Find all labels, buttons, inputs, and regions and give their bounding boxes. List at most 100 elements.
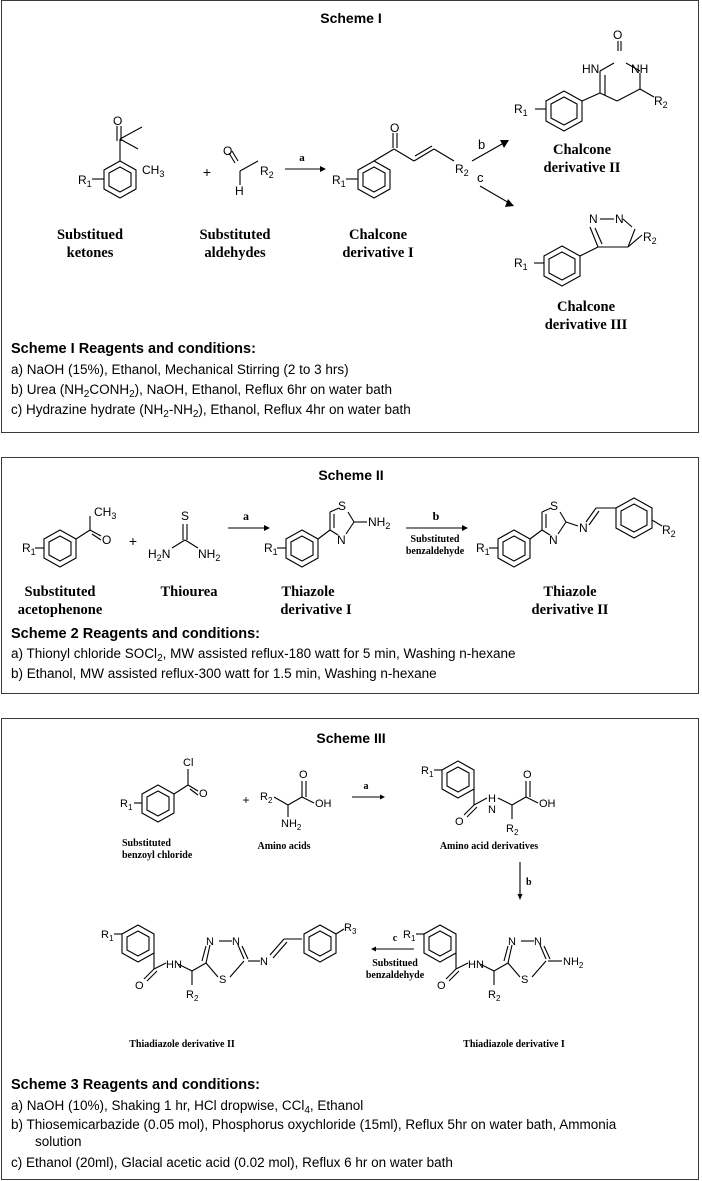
svg-text:R2: R2 — [260, 791, 273, 805]
thiourea-structure — [171, 524, 199, 549]
thiazole1-nh2-sub: 2 — [385, 521, 390, 531]
thiazole1-sulfur-label: S — [338, 499, 346, 513]
td2-r1-sub: 1 — [109, 934, 114, 943]
svg-text:R2: R2 — [643, 230, 657, 246]
thiazole2-sulfur-label: S — [550, 499, 558, 513]
thiazole1-caption-1: Thiazole — [281, 584, 335, 600]
svg-text:R2: R2 — [488, 989, 501, 1003]
td2-r2-sub: 2 — [194, 994, 199, 1003]
chalcone2-r2-label: R — [654, 94, 663, 108]
svg-text:R1: R1 — [514, 102, 528, 118]
aldehydes-caption-2: aldehydes — [204, 245, 266, 261]
scheme-3-reagent-a: a) NaOH (10%), Shaking 1 hr, HCl dropwis… — [11, 1098, 363, 1116]
thiazole2-ring-nitrogen-label: N — [549, 533, 558, 547]
r2-subscript: 2 — [269, 170, 274, 180]
scheme-2-reagent-a: a) Thionyl chloride SOCl2, MW assisted r… — [11, 646, 516, 664]
scheme-3-reagent-b-line-2: solution — [35, 1134, 82, 1149]
td2-o-label: O — [135, 980, 144, 992]
td2-r1-label: R — [101, 929, 109, 941]
chalcone-r1-label: R — [332, 173, 341, 187]
aad-acid-o-label: O — [523, 769, 532, 781]
scheme-3-reagents-title: Scheme 3 Reagents and conditions: — [11, 1077, 260, 1093]
chalcone2-r2-subscript: 2 — [663, 100, 668, 110]
td1-r2-sub: 2 — [496, 994, 501, 1003]
svg-text:R1: R1 — [78, 173, 92, 189]
arrow-b-label: b — [478, 137, 485, 152]
arrow-c — [479, 185, 512, 205]
svg-text:R2: R2 — [654, 94, 668, 110]
acetophenone-structure — [35, 516, 102, 568]
amino-nh2-label: NH — [281, 818, 297, 830]
td1-r1-label: R — [403, 929, 411, 941]
td1-hn-label: HN — [468, 959, 484, 971]
aad-amide-o-label: O — [455, 816, 464, 828]
scheme-3-arrow-a-label: a — [364, 781, 369, 792]
aldehydes-caption-1: Substituted — [200, 227, 271, 243]
scheme-1-reagent-c: c) Hydrazine hydrate (NH2-NH2), Ethanol,… — [11, 402, 411, 420]
aad-r1-sub: 1 — [429, 770, 434, 779]
svg-text:R1: R1 — [22, 541, 36, 557]
aceto-caption-1: Substituted — [25, 584, 96, 600]
aad-n-label: N — [488, 804, 496, 816]
thiourea-caption: Thiourea — [161, 584, 219, 600]
td2-n2-label: N — [232, 936, 240, 948]
benzoyl-caption-1: Substituted — [122, 838, 171, 849]
svg-text:R1: R1 — [421, 765, 434, 779]
svg-text:NH2: NH2 — [198, 547, 220, 563]
td2-r3-label: R — [344, 922, 352, 934]
scheme-3-title: Scheme III — [316, 730, 385, 746]
svg-text:CH3: CH3 — [94, 505, 116, 521]
urea-oxygen-label: O — [613, 28, 622, 42]
aldehyde-oxygen-label: O — [223, 144, 232, 158]
td1-r1-sub: 1 — [411, 934, 416, 943]
scheme-1-title: Scheme I — [320, 10, 381, 26]
r2-label: R — [260, 164, 269, 178]
thiourea-h2n-n: N — [162, 547, 171, 561]
svg-text:NH2: NH2 — [368, 515, 390, 531]
oxygen-label: O — [113, 114, 122, 128]
td1-o-label: O — [437, 980, 446, 992]
chalcone2-r1-subscript: 1 — [523, 108, 528, 118]
scheme-3-arrow-c-note-1: Substitued — [372, 958, 418, 969]
td2-r2-label: R — [186, 989, 194, 1001]
scheme-1-reagent-a: a) NaOH (15%), Ethanol, Mechanical Stirr… — [11, 362, 349, 377]
amino-acid-derivative-structure — [434, 760, 539, 819]
methyl-label: CH — [142, 163, 159, 177]
td2-hn-label: HN — [166, 959, 182, 971]
scheme-3-reagent-c: c) Ethanol (20ml), Glacial acetic acid (… — [11, 1155, 453, 1170]
thiourea-sulfur-label: S — [181, 509, 189, 523]
thiourea-h2n-sub: 2 — [157, 553, 162, 563]
plus-sign: + — [203, 164, 211, 180]
arrow-b — [471, 143, 503, 162]
benzoyl-r1-sub: 1 — [128, 803, 133, 812]
thiazole-1-structure — [277, 507, 367, 568]
scheme-2-arrow-a-label: a — [243, 509, 249, 523]
aad-r1-label: R — [421, 765, 429, 777]
thiazole2-r2-sub: 2 — [671, 529, 676, 539]
chalcone3-caption-2: derivative III — [545, 317, 628, 333]
scheme-2-svg: Scheme II CH3 O R1 + S H2N NH2 a — [11, 467, 676, 681]
scheme-2-reagent-b: b) Ethanol, MW assisted reflux-300 watt … — [11, 666, 437, 681]
chalcone3-r1-label: R — [514, 256, 523, 270]
td1-nh2-label: NH — [563, 956, 579, 968]
chalcone-r2-label: R — [455, 162, 464, 176]
td1-r2-label: R — [488, 989, 496, 1001]
aceto-oxygen-label: O — [102, 533, 111, 547]
pyrazoline-n2-label: N — [615, 212, 624, 226]
svg-text:R2: R2 — [455, 162, 469, 178]
thiourea-nh2-label: NH — [198, 547, 215, 561]
amino-derivatives-caption: Amino acid derivatives — [440, 841, 538, 852]
chalcone-2-structure — [535, 41, 655, 132]
thiourea-nh2-sub: 2 — [215, 553, 220, 563]
scheme-3-svg: Scheme III Cl O R1 + R2 O OH NH2 a — [11, 730, 617, 1170]
amino-r2-sub: 2 — [268, 796, 273, 805]
chalcone2-caption-1: Chalcone — [553, 142, 612, 158]
hn-label: HN — [582, 62, 599, 76]
svg-text:R2: R2 — [662, 523, 676, 539]
scheme-2-title: Scheme II — [318, 467, 383, 483]
methyl-subscript: 3 — [159, 169, 164, 179]
td2-s-label: S — [219, 974, 226, 986]
thiazole1-nitrogen-label: N — [337, 533, 346, 547]
scheme-1-reagent-b: b) Urea (NH2CONH2), NaOH, Ethanol, Reflu… — [11, 382, 392, 400]
scheme-2-reagents-title: Scheme 2 Reagents and conditions: — [11, 626, 260, 642]
